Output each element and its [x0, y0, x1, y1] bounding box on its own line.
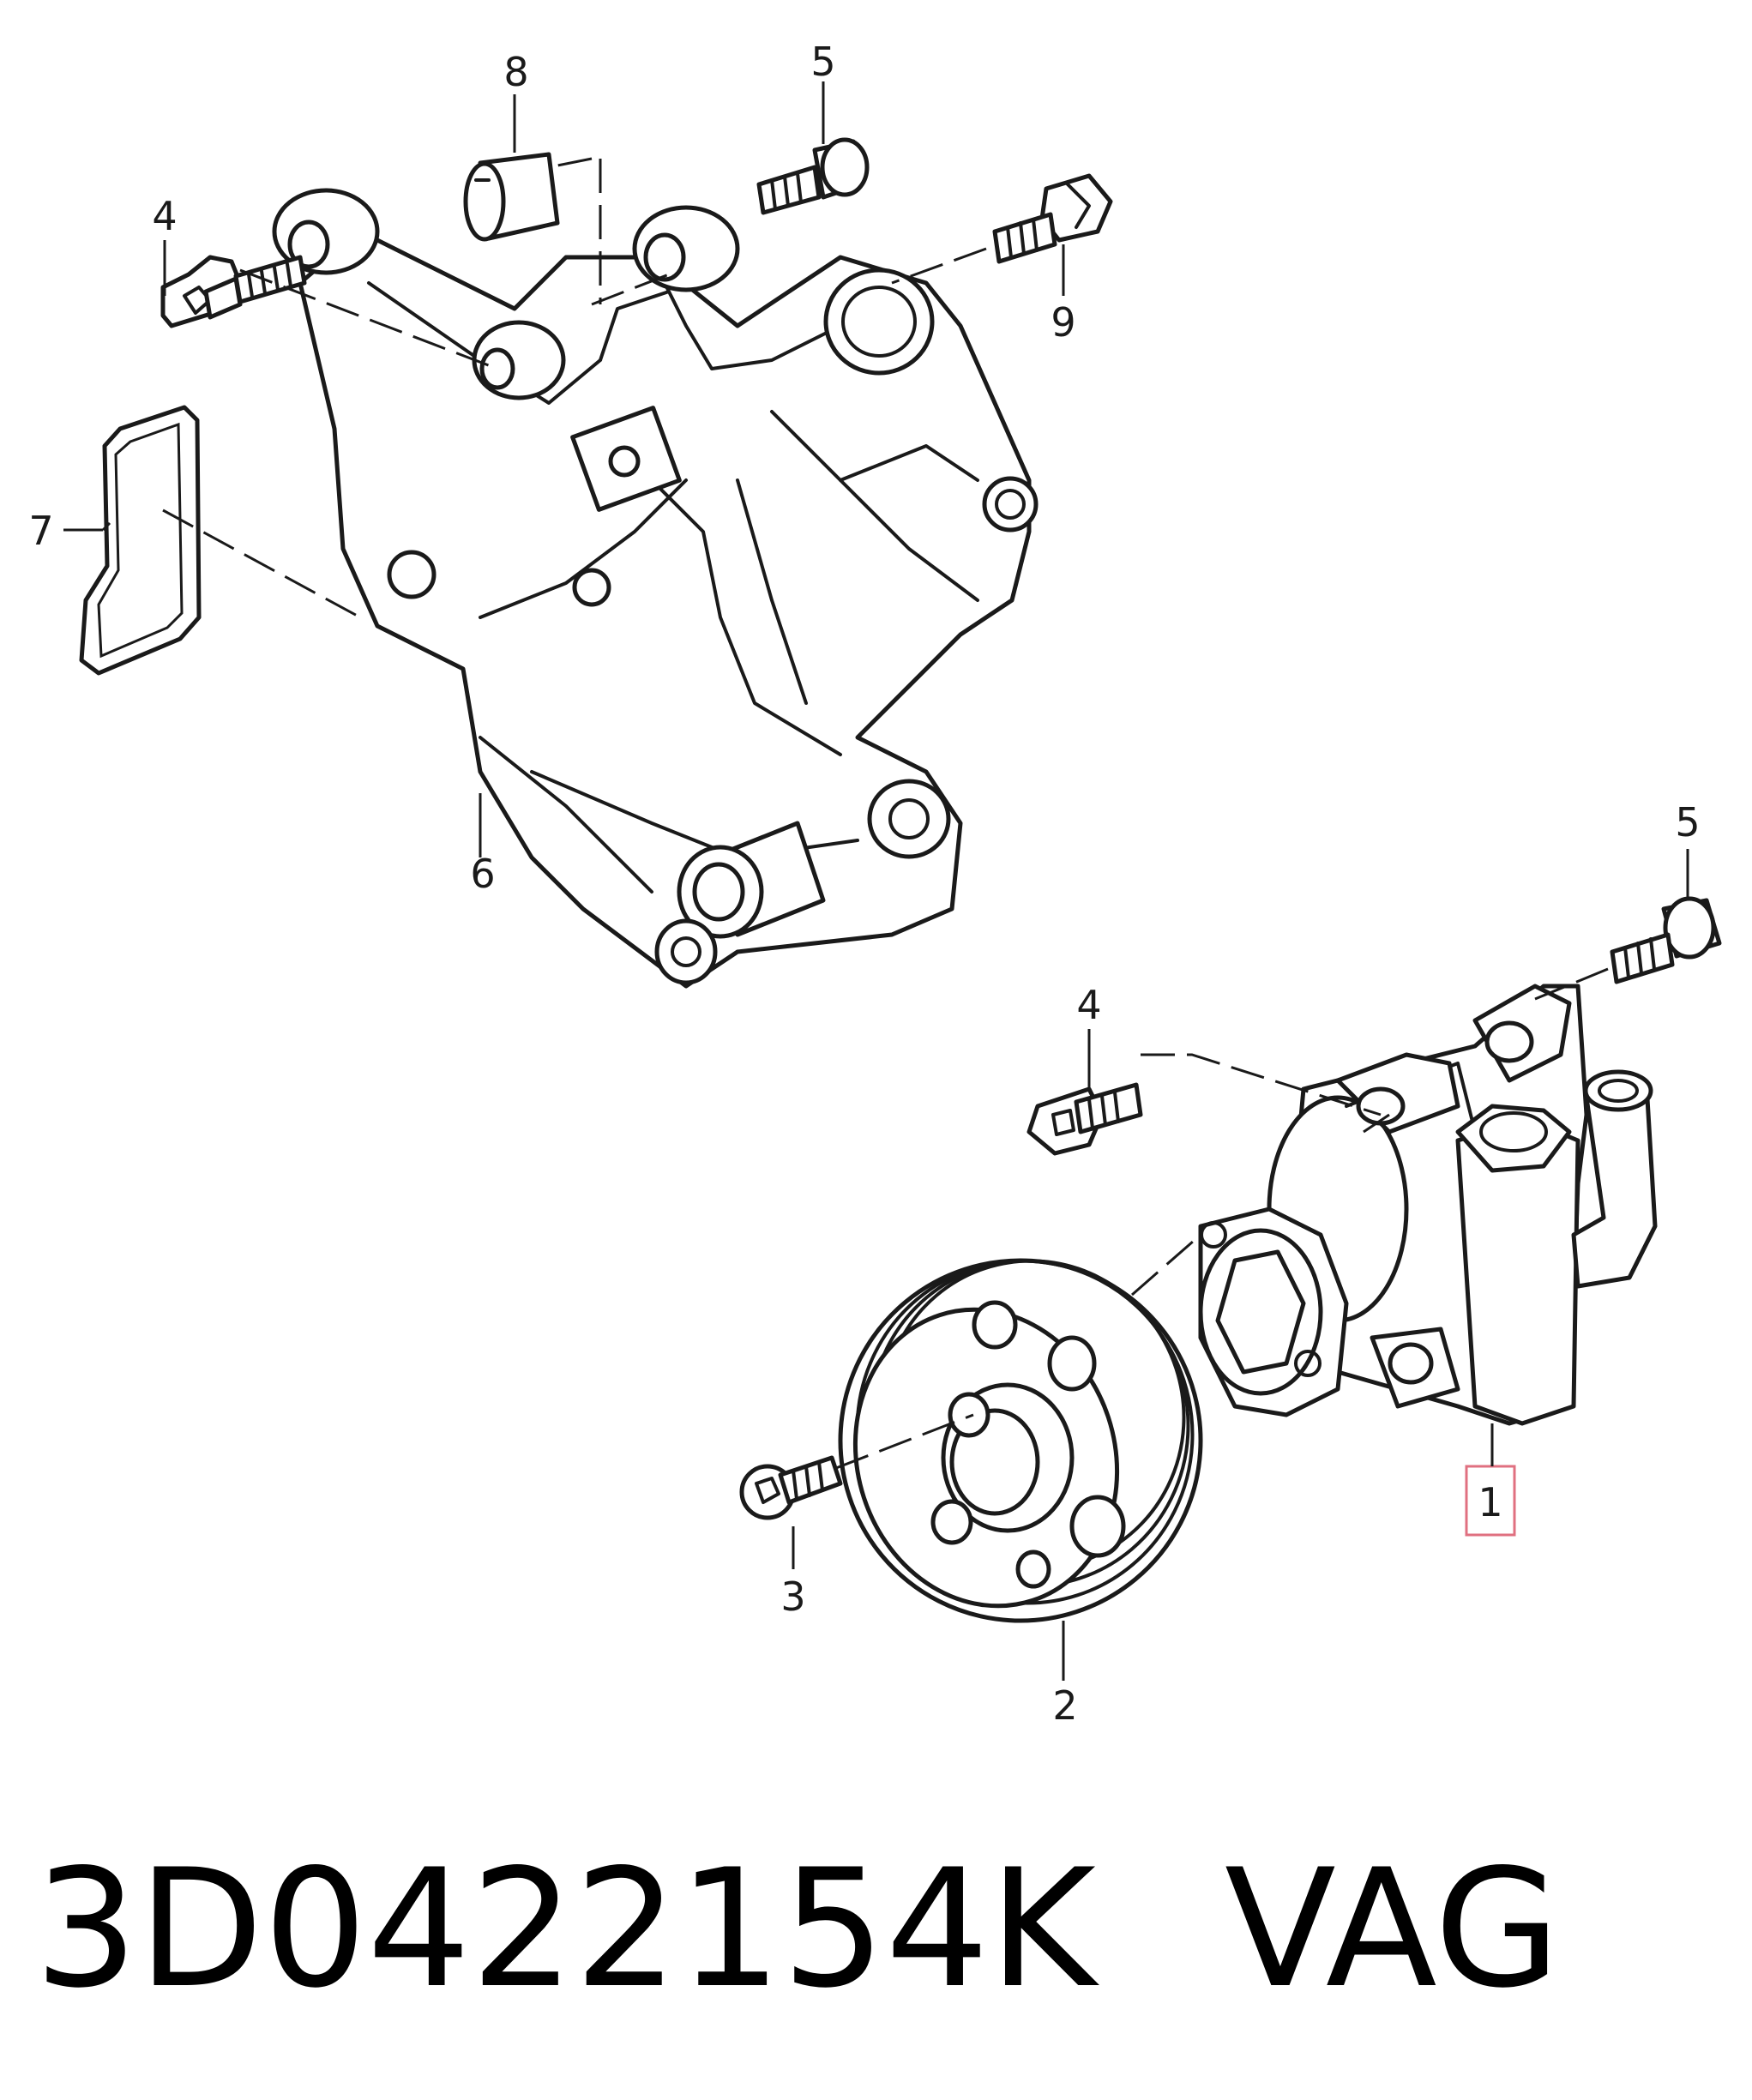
bolt-part-5-top — [756, 137, 870, 215]
pulley-part-2 — [838, 1258, 1203, 1623]
callout-8: 8 — [503, 49, 528, 95]
leader-lines — [63, 81, 1689, 1681]
bushing-part-8 — [463, 152, 560, 242]
callout-3: 3 — [780, 1573, 805, 1620]
power-steering-pump-part-1 — [1198, 984, 1658, 1537]
bolt-part-9 — [992, 173, 1113, 264]
part-1-highlight-box — [1465, 1465, 1516, 1537]
brand-name: VAG — [1224, 1834, 1561, 2024]
callout-5-top: 5 — [810, 39, 835, 85]
bolt-part-5-bottom — [1610, 896, 1722, 984]
bolt-part-4-top — [160, 255, 307, 328]
callout-4-bottom: 4 — [1076, 982, 1101, 1028]
callout-labels: 8 5 4 9 7 6 5 4 1 3 2 — [28, 39, 1700, 1729]
part-number: 3D0422154K — [34, 1834, 1096, 2024]
callout-6: 6 — [470, 851, 495, 897]
callout-7: 7 — [28, 508, 53, 554]
callout-2: 2 — [1052, 1682, 1077, 1729]
callout-4-top: 4 — [152, 193, 177, 239]
callout-1: 1 — [1478, 1479, 1502, 1525]
callout-9: 9 — [1051, 299, 1075, 346]
part-footer: 3D0422154K VAG — [34, 1835, 1715, 2024]
bolt-part-3 — [739, 1455, 843, 1520]
bracket-part-6 — [272, 188, 1039, 989]
callout-5-bottom: 5 — [1675, 799, 1700, 845]
gasket-part-7 — [79, 405, 202, 676]
bolt-part-4-bottom — [1027, 1082, 1143, 1156]
assembly-lines — [162, 157, 1609, 1470]
